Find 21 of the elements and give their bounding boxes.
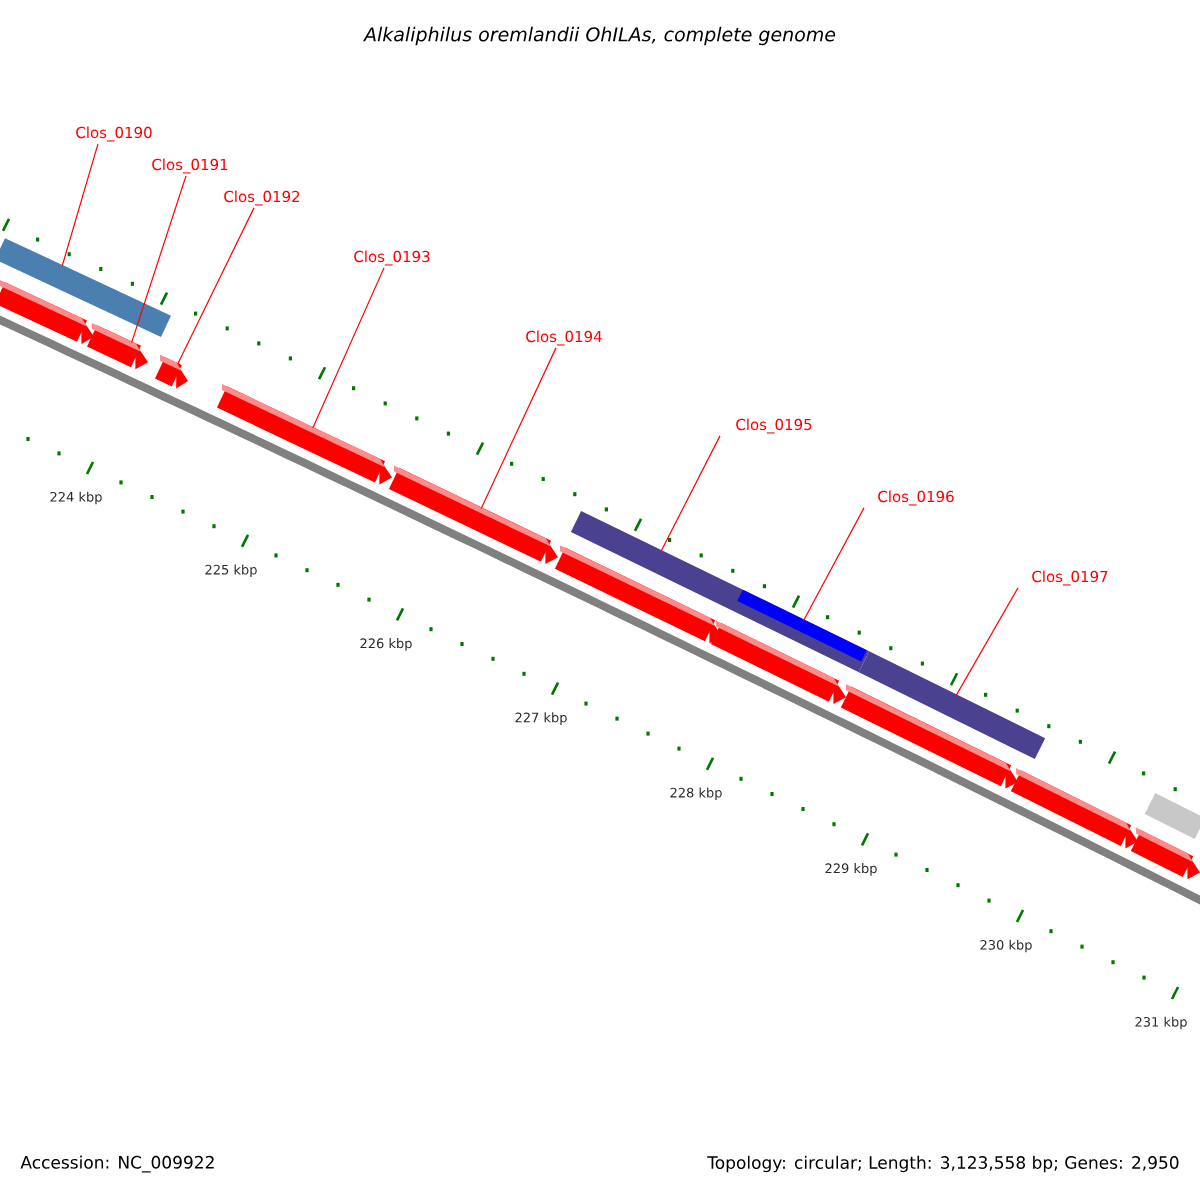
- gene-feature: [1010, 768, 1138, 849]
- gene-bar: [858, 651, 1046, 760]
- title: Alkaliphilus oremlandii OhILAs, complete genome: [363, 26, 836, 46]
- leader-line: [660, 435, 721, 552]
- leader-line: [955, 587, 1019, 696]
- gene-feature: [216, 384, 392, 485]
- leader-line: [803, 507, 865, 621]
- leader-line: [61, 143, 99, 267]
- gene-bar: [1144, 793, 1200, 839]
- accession-text: Accession: NC_009922: [20, 1155, 214, 1173]
- gene-feature: [1130, 827, 1200, 880]
- gene-bar: [0, 238, 171, 338]
- genome-info-text: Topology: circular; Length: 3,123,558 bp; Genes: 2,950: [707, 1155, 1179, 1173]
- gene-bar: [737, 589, 867, 662]
- gene-feature: [155, 354, 188, 389]
- leader-line: [177, 207, 255, 365]
- gene-feature: [388, 465, 558, 564]
- leader-line: [480, 347, 557, 509]
- leader-line: [312, 267, 385, 429]
- gene-feature: [87, 323, 148, 370]
- leader-line: [131, 175, 187, 344]
